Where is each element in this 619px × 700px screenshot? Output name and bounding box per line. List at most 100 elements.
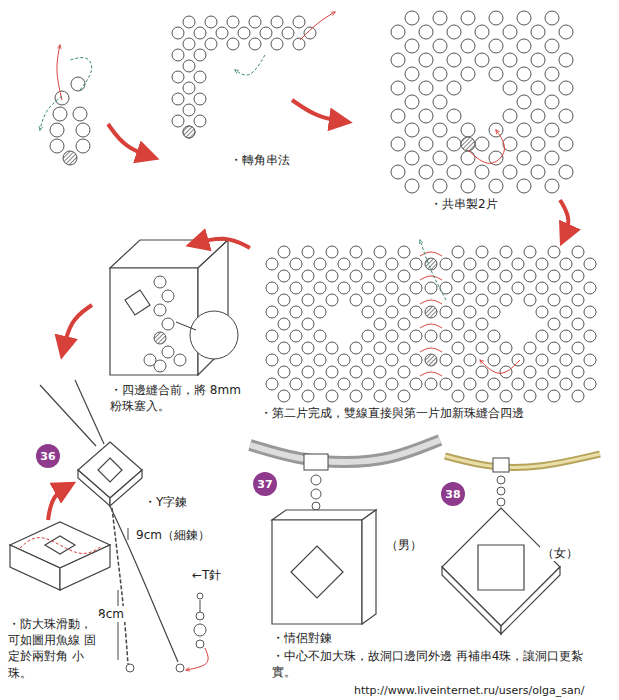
bead — [560, 378, 572, 390]
bead — [302, 270, 314, 282]
bead — [475, 165, 489, 179]
window-diamond — [125, 290, 150, 315]
bead — [350, 390, 362, 402]
bead — [447, 53, 461, 67]
bead — [126, 664, 134, 672]
bead — [433, 151, 447, 165]
bead — [572, 318, 584, 330]
bead — [440, 258, 452, 270]
bead — [452, 342, 464, 354]
bead — [302, 294, 314, 306]
bead — [497, 487, 505, 495]
bead — [433, 39, 447, 53]
note-label: ・中心不加大珠，故洞口邊同外邊 再補串4珠，讓洞口更紮實。 — [270, 648, 604, 680]
bead — [524, 246, 536, 258]
bead — [194, 27, 206, 39]
bead — [304, 27, 316, 39]
thread-path — [235, 55, 265, 75]
bail — [493, 458, 509, 472]
bead — [290, 330, 302, 342]
bead — [314, 258, 326, 270]
bead — [512, 354, 524, 366]
hatched-bead — [425, 306, 437, 318]
bead — [461, 67, 475, 81]
bead — [503, 53, 517, 67]
bead — [531, 25, 545, 39]
thread-path — [57, 45, 62, 100]
bead — [517, 151, 531, 165]
bead — [326, 246, 338, 258]
bead — [266, 306, 278, 318]
hatched-bead — [425, 354, 437, 366]
bead — [362, 330, 374, 342]
callout-number: 38 — [445, 488, 460, 501]
bead — [524, 366, 536, 378]
bead — [290, 282, 302, 294]
bead — [183, 16, 195, 28]
bead — [302, 342, 314, 354]
bead — [531, 109, 545, 123]
bead — [572, 390, 584, 402]
bead — [461, 179, 475, 193]
bead — [517, 123, 531, 137]
bead — [350, 270, 362, 282]
bead — [475, 25, 489, 39]
bead — [314, 378, 326, 390]
bead — [433, 11, 447, 25]
bead — [524, 294, 536, 306]
bead — [290, 378, 302, 390]
bead — [512, 378, 524, 390]
bead — [326, 294, 338, 306]
callout-number: 36 — [40, 450, 55, 463]
bead — [489, 11, 503, 25]
bead — [475, 137, 489, 151]
bead — [536, 258, 548, 270]
bead — [162, 346, 174, 358]
tube-necklace — [250, 440, 440, 462]
bead — [386, 258, 398, 270]
step-arrow — [292, 100, 348, 122]
bead — [362, 378, 374, 390]
bead — [464, 378, 476, 390]
thread-path — [186, 648, 208, 670]
bead — [205, 16, 217, 28]
bead — [350, 342, 362, 354]
bead — [278, 390, 290, 402]
bead — [433, 123, 447, 137]
bead — [410, 378, 422, 390]
bead — [545, 95, 559, 109]
bead — [362, 258, 374, 270]
bead — [452, 270, 464, 282]
pendant-37-front — [272, 520, 362, 624]
bead — [350, 366, 362, 378]
bead — [452, 318, 464, 330]
cord-line — [40, 385, 96, 446]
bead — [410, 354, 422, 366]
bead — [433, 95, 447, 109]
bead — [464, 282, 476, 294]
bead — [391, 81, 405, 95]
bead — [545, 67, 559, 81]
bead — [440, 282, 452, 294]
bead — [452, 246, 464, 258]
bead — [362, 354, 374, 366]
bead — [302, 366, 314, 378]
bead — [559, 165, 573, 179]
bead — [71, 77, 85, 91]
bead — [338, 378, 350, 390]
bead — [266, 378, 278, 390]
bead — [464, 354, 476, 366]
y-chain — [112, 508, 128, 664]
bead — [464, 258, 476, 270]
bead — [162, 290, 174, 302]
bead — [293, 16, 305, 28]
corner-beads — [172, 16, 316, 138]
bead — [517, 179, 531, 193]
note-label: 9cm（細鍊） — [134, 527, 212, 543]
bead — [374, 246, 386, 258]
bead — [216, 27, 228, 39]
bead — [311, 489, 321, 499]
bead — [398, 294, 410, 306]
bead — [194, 71, 206, 83]
bead — [503, 25, 517, 39]
